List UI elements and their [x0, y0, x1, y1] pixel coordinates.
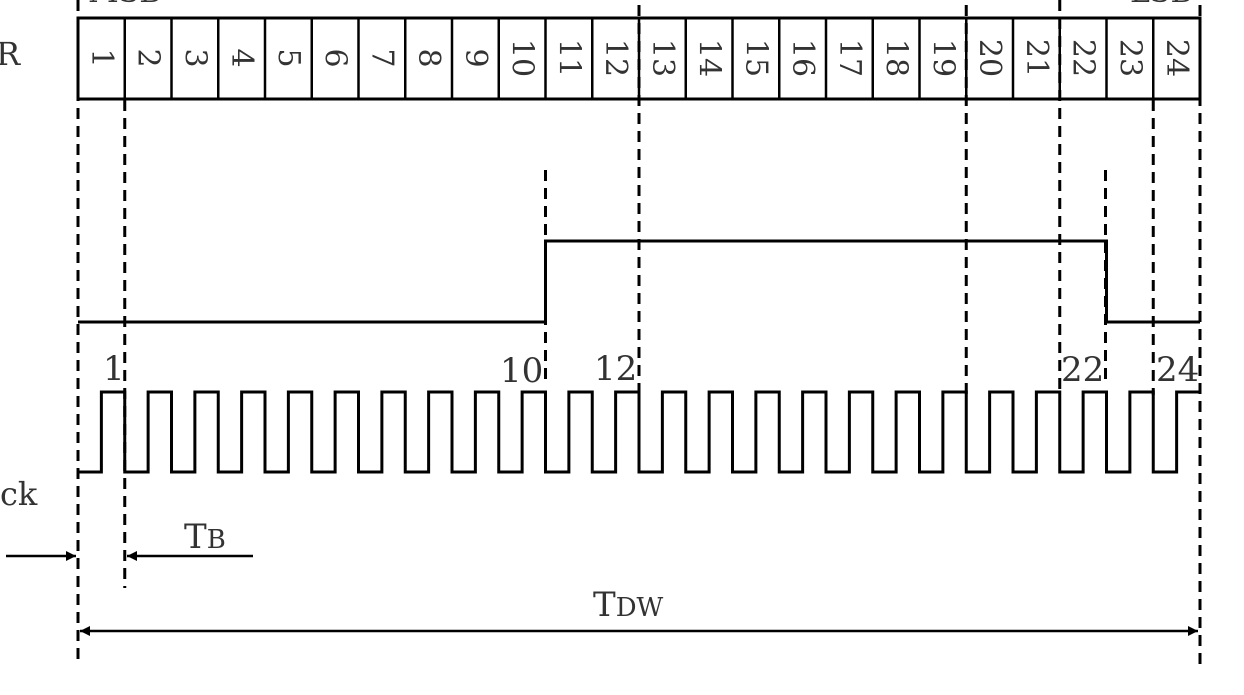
register-cell-label: 11 [551, 39, 586, 77]
guide-lines [76, 0, 1202, 665]
tdw-label: TDW [593, 585, 664, 625]
register-cell-label: 13 [645, 39, 680, 77]
register-cell-label: 22 [1066, 39, 1101, 77]
clock-waveform [78, 390, 1200, 474]
pulse-label-12: 12 [594, 349, 637, 389]
register-cell-label: 15 [738, 39, 773, 77]
pulse-label-10: 10 [500, 351, 543, 391]
register-cell-label: 4 [224, 48, 259, 67]
register-cell-label: 20 [972, 39, 1007, 77]
register-cell-label: 8 [411, 48, 446, 67]
pulse-label-1: 1 [103, 349, 125, 389]
register-cell-label: 16 [785, 39, 820, 77]
register-cell-label: 18 [879, 39, 914, 77]
msb-label: MSB [88, 0, 161, 10]
register-cell-label: 6 [318, 48, 353, 67]
register-cell-label: 3 [177, 48, 212, 67]
register-cell-label: 1 [84, 48, 119, 67]
register-cell-label: 9 [458, 48, 493, 67]
register-cell-label: 7 [364, 48, 399, 67]
register-cell-label: 17 [832, 39, 867, 77]
clock-label: ck [0, 475, 38, 513]
pulse-label-24: 24 [1156, 350, 1199, 390]
register-left-label: R [0, 35, 21, 73]
register-cell-label: 19 [925, 39, 960, 77]
tb-label: TB [184, 517, 226, 557]
register-cell-label: 12 [598, 39, 633, 77]
register-cell-label: 21 [1019, 39, 1054, 77]
pulse-label-22: 22 [1061, 350, 1104, 390]
register-cell-label: 14 [692, 39, 727, 77]
tb-marker: TB [6, 517, 253, 561]
lsb-label: LSB [1130, 0, 1193, 10]
register-cell-label: 2 [131, 48, 166, 67]
register-cell-label: 10 [505, 39, 540, 77]
register-cell-label: 24 [1159, 39, 1194, 77]
data-signal-waveform [78, 239, 1200, 324]
tdw-marker: TDW [80, 585, 1198, 636]
register-cell-label: 23 [1112, 39, 1147, 77]
register-cell-label: 5 [271, 48, 306, 67]
